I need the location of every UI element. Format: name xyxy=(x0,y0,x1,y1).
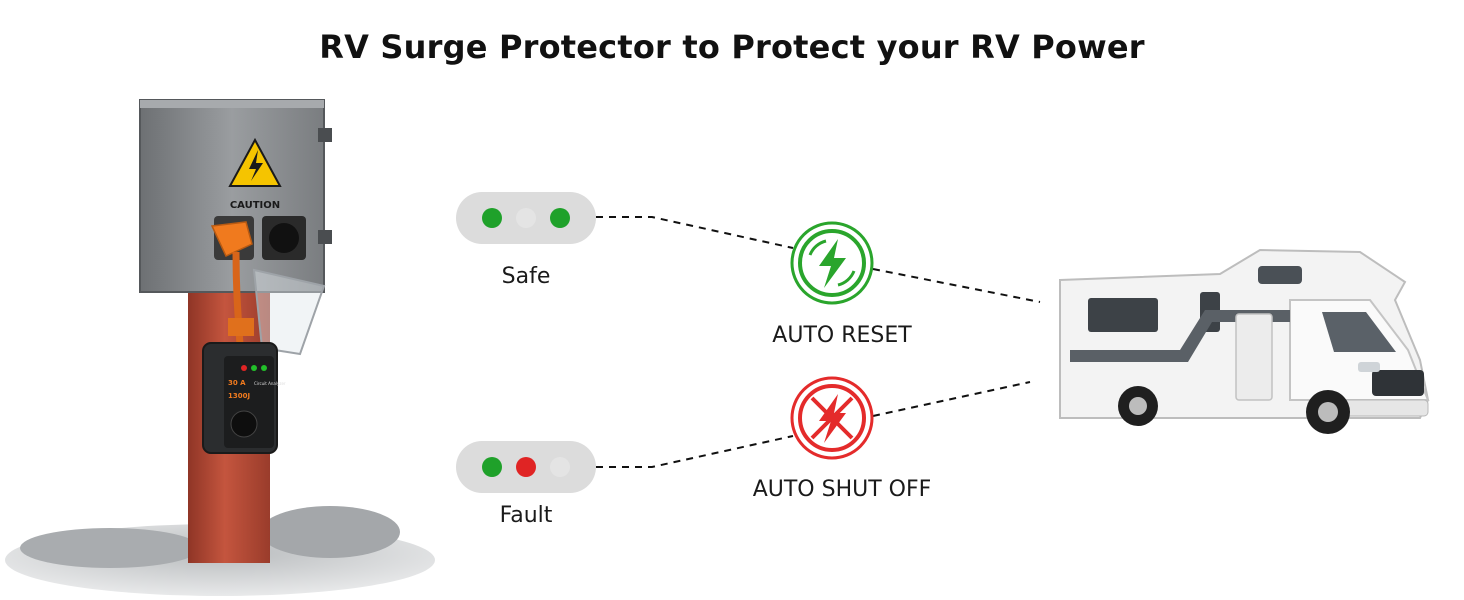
rubble-mound-left xyxy=(20,528,200,568)
rv-bumper xyxy=(1339,399,1429,417)
indicator-light xyxy=(482,208,502,228)
indicator-light xyxy=(516,208,536,228)
outlet-socket xyxy=(269,223,299,253)
rv-hubcap-front xyxy=(1318,402,1338,422)
fault-to-rv-connector-line xyxy=(872,381,1031,417)
indicator-light xyxy=(516,457,536,477)
device-led-red xyxy=(241,365,247,371)
box-hinge-bottom xyxy=(318,230,332,244)
device-led-green-a xyxy=(251,365,257,371)
reset-arrow-right xyxy=(837,270,856,287)
fault-connector-line xyxy=(596,435,794,468)
warning-bolt xyxy=(249,150,263,181)
indicator-light xyxy=(550,208,570,228)
shutoff-cross-line-b xyxy=(810,396,854,440)
reset-bolt-shape xyxy=(819,239,846,288)
rv-side-window-rear xyxy=(1088,298,1158,332)
device-outlet xyxy=(230,410,258,438)
clear-outlet-cover xyxy=(252,268,326,356)
indicator-light xyxy=(550,457,570,477)
caution-label: CAUTION xyxy=(230,200,280,211)
rv-grille xyxy=(1372,370,1424,396)
rv-overcab-window xyxy=(1258,266,1302,284)
box-hinge-top xyxy=(318,128,332,142)
safe-to-rv-connector-line xyxy=(872,268,1041,303)
shutoff-icon-inner-ring xyxy=(798,384,866,452)
auto-reset-label: AUTO RESET xyxy=(772,323,912,348)
rv-motorhome-illustration xyxy=(1059,248,1430,434)
orange-power-plug xyxy=(210,221,253,257)
plug-collar xyxy=(228,318,254,336)
safe-connector-line xyxy=(596,216,794,249)
safe-indicator-pill xyxy=(456,192,596,244)
safe-label: Safe xyxy=(501,264,551,289)
reset-icon-inner-ring xyxy=(798,229,866,297)
electrical-box xyxy=(139,99,325,293)
rv-headlight xyxy=(1358,362,1380,372)
crossed-lightning-bolt-icon xyxy=(790,376,874,460)
device-amp-text: 30 A xyxy=(228,379,246,387)
indicator-light xyxy=(482,457,502,477)
fault-label: Fault xyxy=(499,503,553,528)
electrical-box-top xyxy=(140,100,324,108)
auto-shut-off-label: AUTO SHUT OFF xyxy=(752,477,932,502)
page-title: RV Surge Protector to Protect your RV Po… xyxy=(319,28,1145,66)
device-model-text: Circuit Analyzer xyxy=(254,381,286,386)
fault-indicator-pill xyxy=(456,441,596,493)
lightning-bolt-icon xyxy=(790,221,874,305)
power-cord xyxy=(232,251,244,346)
high-voltage-warning-icon xyxy=(228,137,282,187)
rubble-mound-right xyxy=(260,506,400,558)
rv-door xyxy=(1235,313,1273,401)
device-led-green-b xyxy=(261,365,267,371)
rv-windshield xyxy=(1322,312,1396,352)
device-joules-text: 1300J xyxy=(228,392,250,400)
power-pedestal-illustration: CAUTION 30 A 1300J Circuit Analyzer xyxy=(5,99,435,596)
reset-arrow-left xyxy=(808,239,827,256)
rv-hubcap-rear xyxy=(1129,397,1147,415)
